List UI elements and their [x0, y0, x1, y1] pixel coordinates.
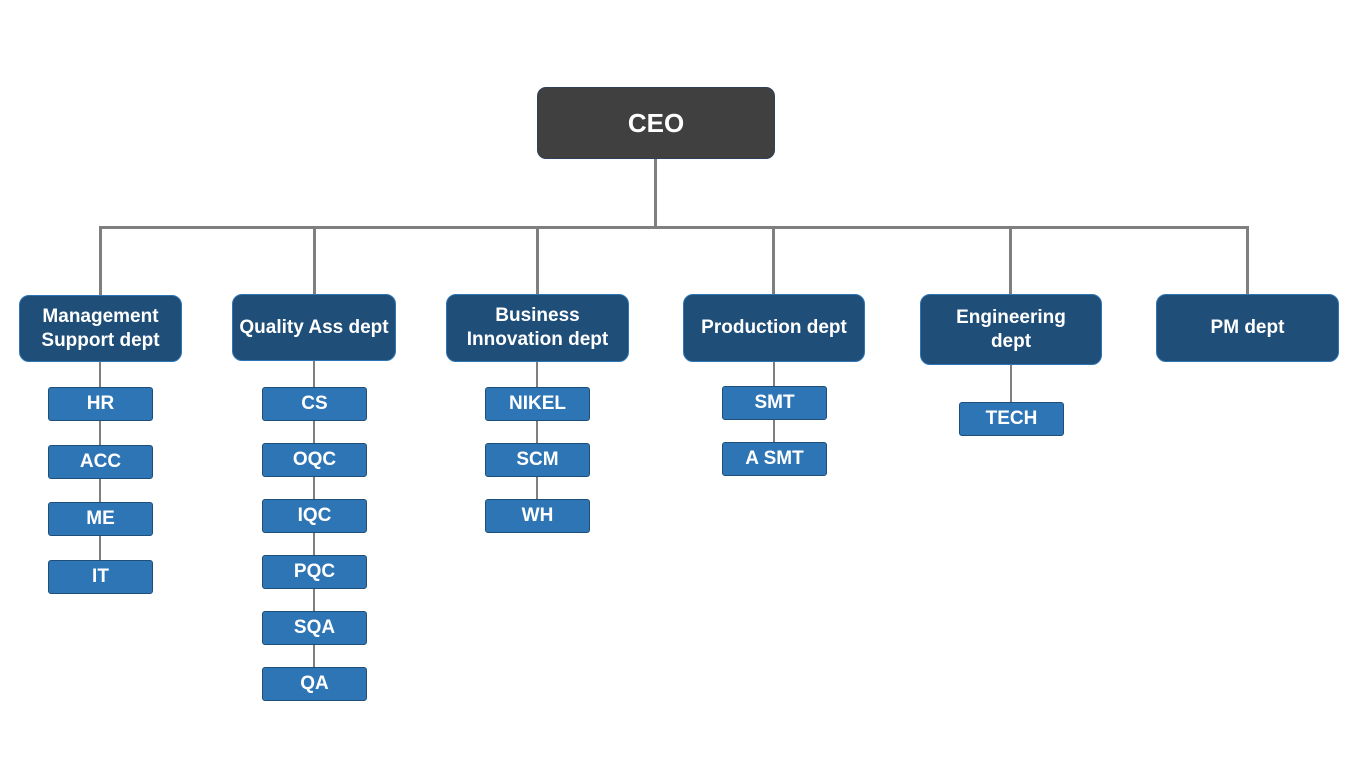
dept-connector-line: [99, 226, 102, 296]
unit-column-line: [536, 360, 538, 516]
dept-connector-line: [1009, 226, 1012, 296]
unit-wh: WH: [485, 499, 590, 533]
unit-smt: SMT: [722, 386, 827, 420]
dept-connector-line: [1246, 226, 1249, 296]
unit-pqc: PQC: [262, 555, 367, 589]
dept-connector-line: [772, 226, 775, 296]
ceo-box: CEO: [537, 87, 775, 159]
unit-acc: ACC: [48, 445, 153, 479]
unit-oqc: OQC: [262, 443, 367, 477]
unit-a-smt: A SMT: [722, 442, 827, 476]
dept-connector-line: [313, 226, 316, 296]
unit-nikel: NIKEL: [485, 387, 590, 421]
unit-iqc: IQC: [262, 499, 367, 533]
unit-qa: QA: [262, 667, 367, 701]
unit-cs: CS: [262, 387, 367, 421]
ceo-connector-line: [654, 158, 657, 228]
unit-tech: TECH: [959, 402, 1064, 436]
dept-production: Production dept: [683, 294, 865, 362]
unit-it: IT: [48, 560, 153, 594]
unit-me: ME: [48, 502, 153, 536]
unit-hr: HR: [48, 387, 153, 421]
unit-scm: SCM: [485, 443, 590, 477]
dept-connector-line: [536, 226, 539, 296]
dept-pm: PM dept: [1156, 294, 1339, 362]
dept-quality-assurance: Quality Ass dept: [232, 294, 396, 361]
department-bus-line: [99, 226, 1249, 229]
unit-column-line: [1010, 364, 1012, 418]
dept-business-innovation: Business Innovation dept: [446, 294, 629, 362]
dept-engineering: Engineering dept: [920, 294, 1102, 365]
dept-management-support: Management Support dept: [19, 295, 182, 362]
unit-sqa: SQA: [262, 611, 367, 645]
